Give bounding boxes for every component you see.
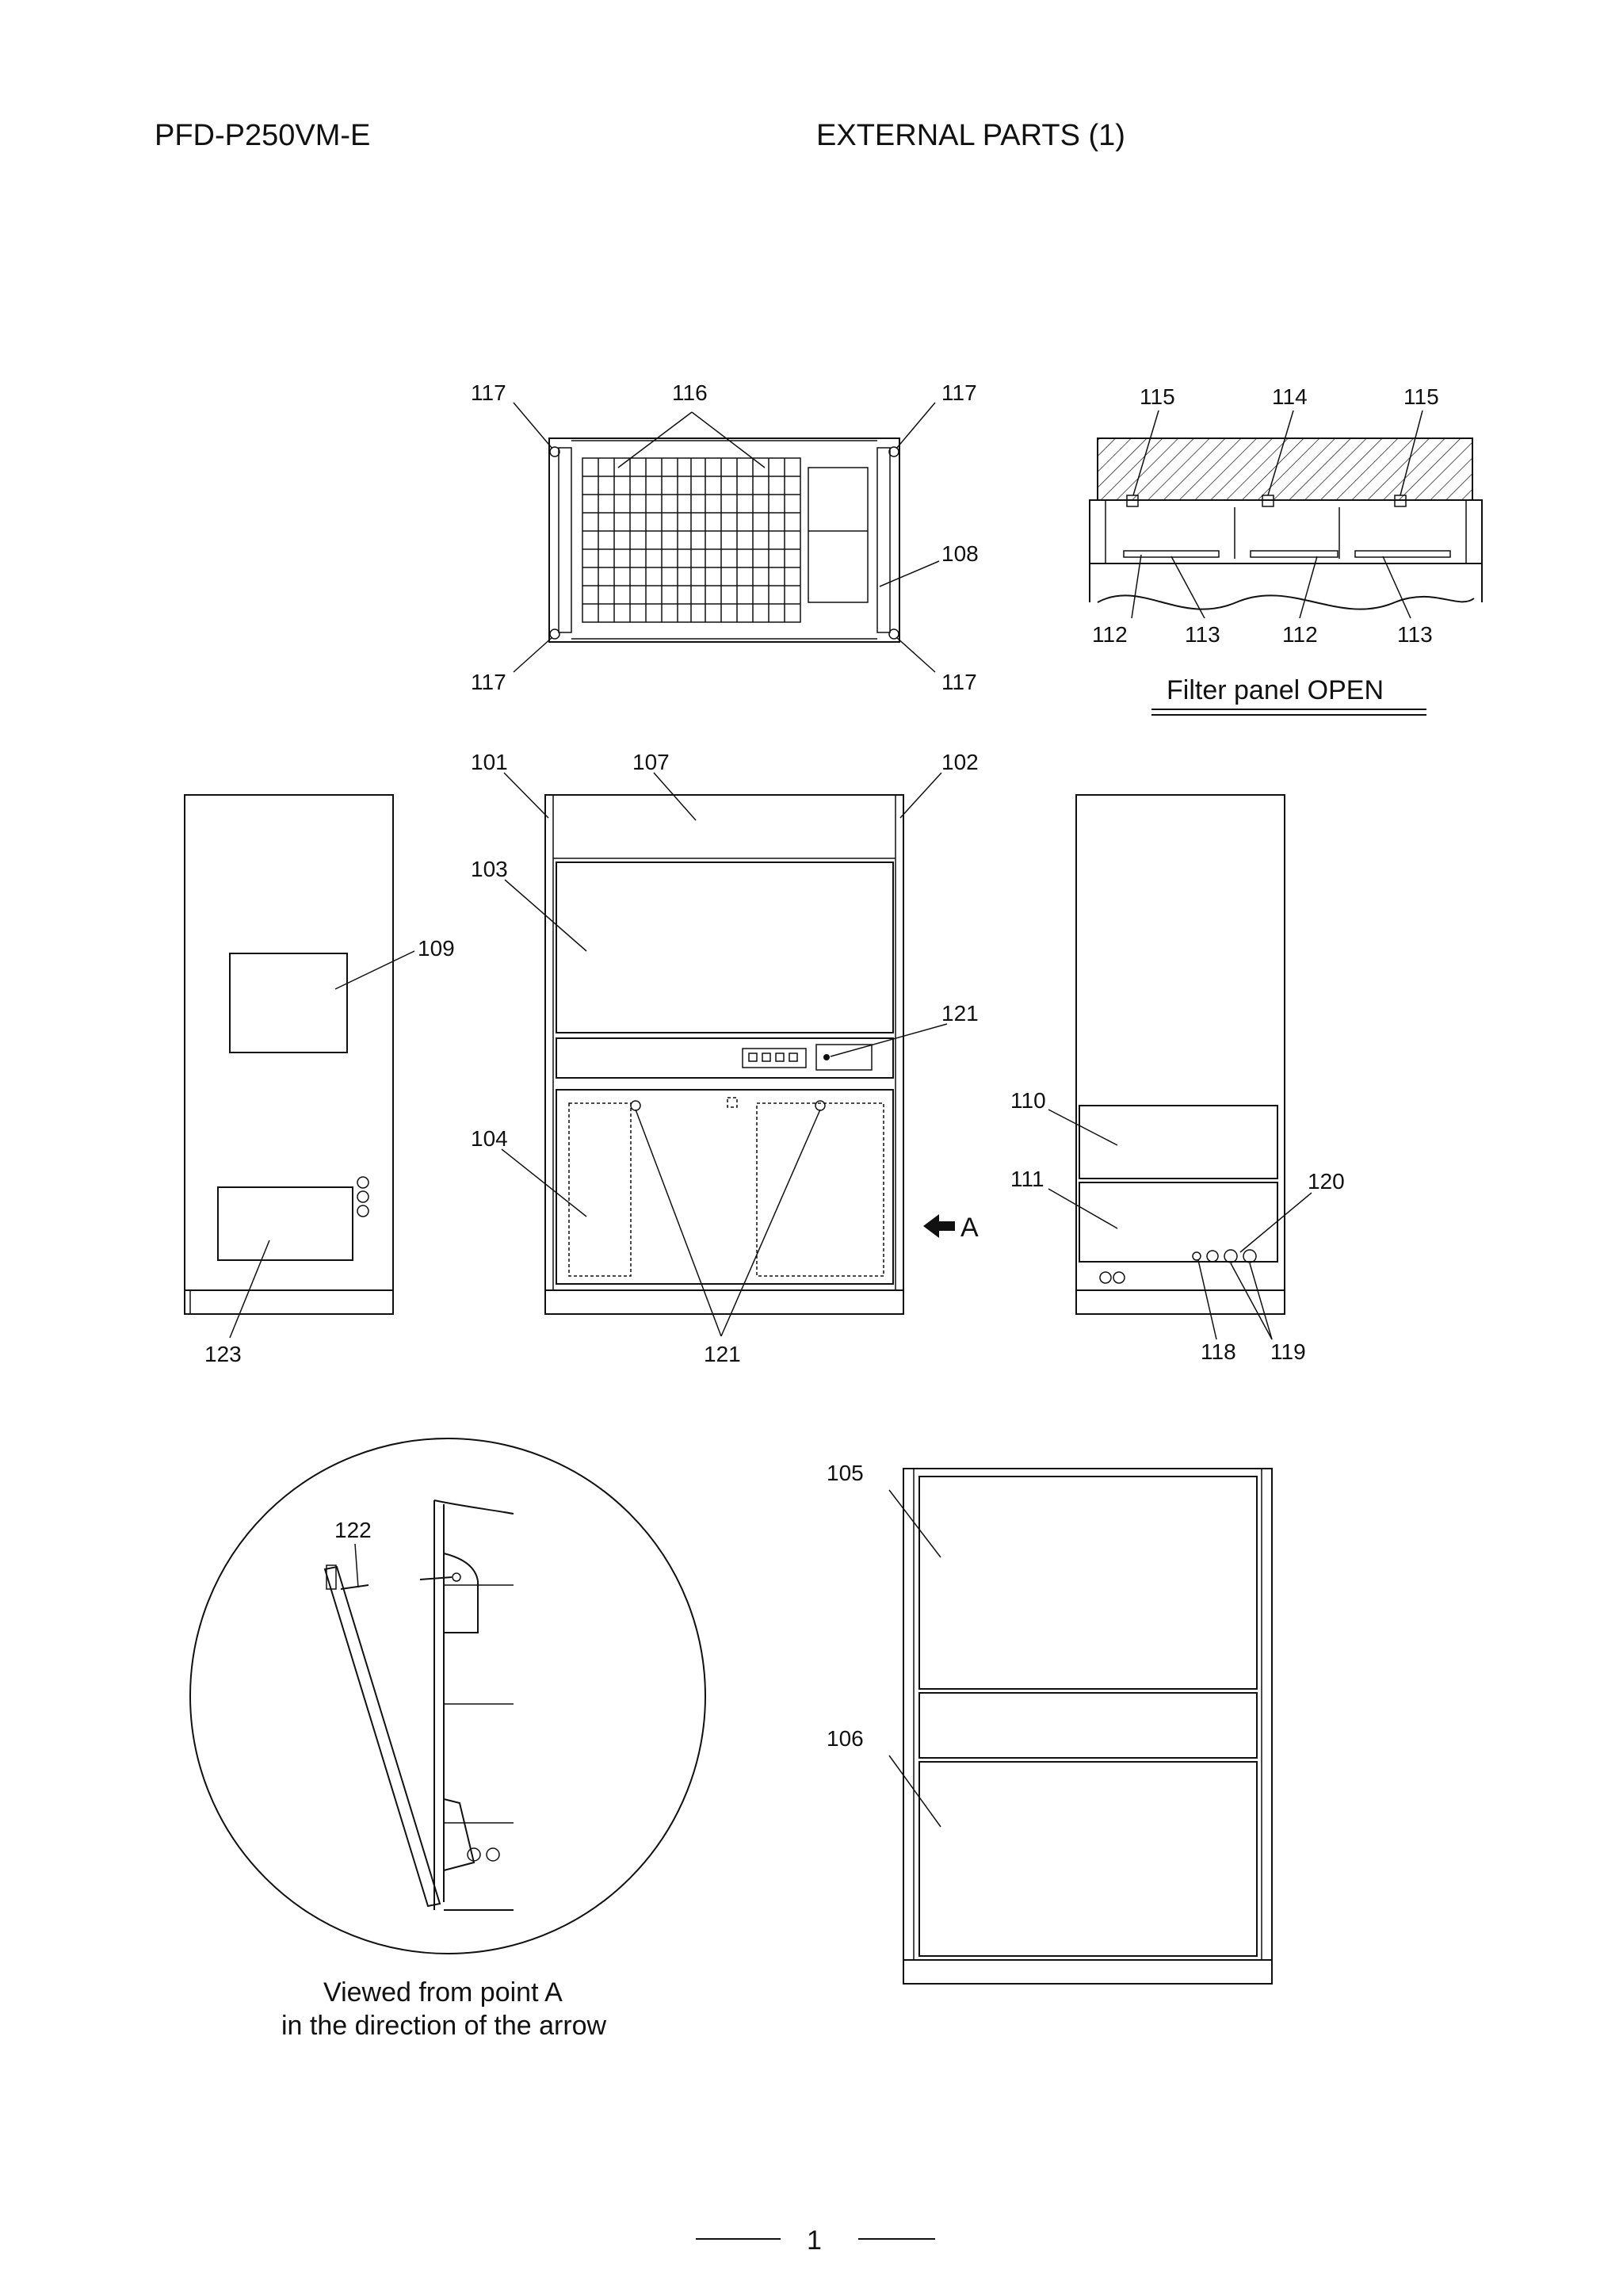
label-101: 101 <box>471 750 508 774</box>
label-119: 119 <box>1270 1339 1306 1364</box>
label-117-top-right: 117 <box>941 380 977 405</box>
label-117-bottom-right: 117 <box>941 670 977 694</box>
label-121-panel: 121 <box>941 1001 979 1026</box>
label-106: 106 <box>827 1726 864 1751</box>
label-114: 114 <box>1272 384 1308 409</box>
label-123: 123 <box>204 1342 242 1366</box>
detail-view-a: 122 Viewed from point A in the direction… <box>189 1438 706 2041</box>
label-113-left: 113 <box>1185 622 1220 647</box>
label-121-bottom: 121 <box>704 1342 741 1366</box>
rear-view: 105 106 <box>827 1461 1273 1985</box>
filter-grid <box>582 457 801 623</box>
right-side-view: 110 111 120 118 119 <box>1010 794 1345 1364</box>
filter-panel-caption: Filter panel OPEN <box>1167 675 1384 705</box>
top-view: 117 116 117 108 117 117 <box>471 380 979 694</box>
label-105: 105 <box>827 1461 864 1485</box>
detail-caption-line1: Viewed from point A <box>323 1977 563 2008</box>
label-112-left: 112 <box>1092 622 1128 647</box>
detail-caption-line2: in the direction of the arrow <box>281 2011 607 2041</box>
label-104: 104 <box>471 1126 508 1151</box>
label-110: 110 <box>1010 1088 1046 1113</box>
label-115-right: 115 <box>1403 384 1439 409</box>
label-113-right: 113 <box>1397 622 1433 647</box>
label-122: 122 <box>334 1518 372 1542</box>
label-117-top-left: 117 <box>471 380 506 405</box>
front-view: A 101 107 102 103 121 104 121 <box>471 750 979 1366</box>
label-107: 107 <box>632 750 670 774</box>
arrow-a-label: A <box>960 1213 979 1243</box>
left-side-view: 109 123 <box>184 794 455 1366</box>
label-117-bottom-left: 117 <box>471 670 506 694</box>
page-number: 1 <box>807 2225 822 2256</box>
label-116: 116 <box>672 380 708 405</box>
label-115-left: 115 <box>1140 384 1175 409</box>
label-108: 108 <box>941 541 979 566</box>
label-102: 102 <box>941 750 979 774</box>
label-109: 109 <box>418 936 455 961</box>
filter-panel-detail: 115 114 115 112 113 112 113 Filter panel… <box>1089 384 1483 716</box>
model-number: PFD-P250VM-E <box>155 119 370 152</box>
label-112-right: 112 <box>1282 622 1318 647</box>
label-111: 111 <box>1010 1167 1044 1191</box>
page-title: EXTERNAL PARTS (1) <box>816 119 1125 152</box>
label-118: 118 <box>1201 1339 1236 1364</box>
label-103: 103 <box>471 857 508 881</box>
page-footer: 1 <box>696 2225 935 2256</box>
label-120: 120 <box>1308 1169 1345 1194</box>
